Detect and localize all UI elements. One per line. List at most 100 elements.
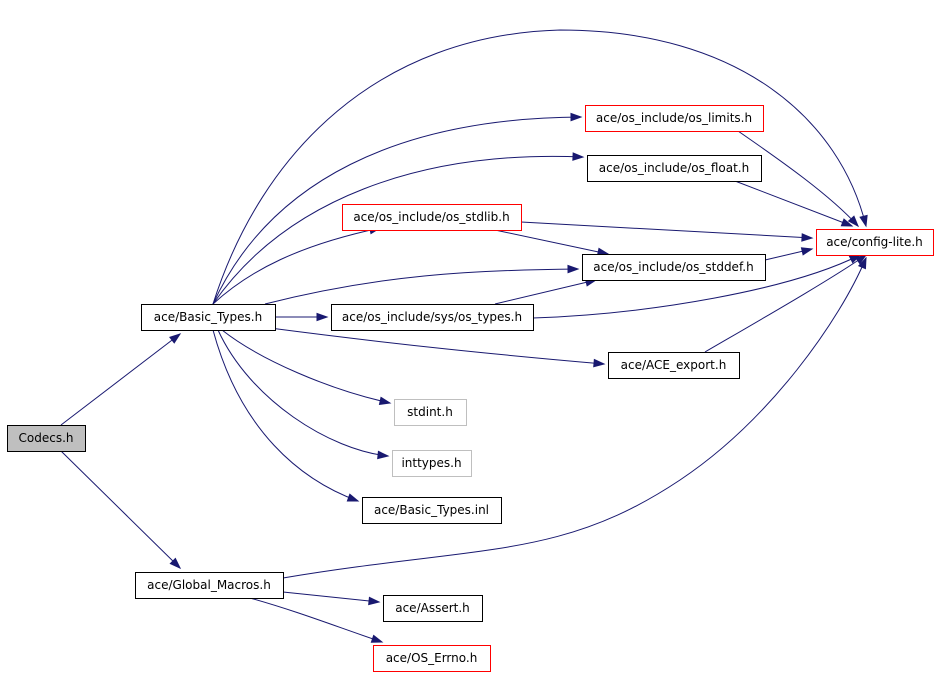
node-label: ace/config-lite.h	[826, 235, 923, 249]
edge-arrowhead	[378, 396, 392, 405]
node-box	[392, 450, 472, 477]
node-os-limits[interactable]: ace/os_include/os_limits.h	[585, 105, 764, 132]
node-box	[373, 645, 491, 672]
node-label: ace/os_include/os_stdlib.h	[353, 210, 509, 224]
node-box	[7, 425, 86, 452]
edge-codecs-to-global-macros	[60, 450, 182, 570]
edge-arrowhead	[169, 333, 182, 344]
edge-line	[704, 254, 867, 353]
edge-global-macros-to-config-lite	[282, 256, 867, 579]
edge-basic-types-to-stdint	[221, 329, 392, 405]
node-os-errno[interactable]: ace/OS_Errno.h	[373, 645, 491, 672]
edge-arrowhead	[859, 214, 868, 228]
node-sys-os-types[interactable]: ace/os_include/sys/os_types.h	[331, 304, 534, 331]
edge-line	[520, 221, 813, 239]
edge-arrowhead	[370, 634, 384, 643]
edge-arrowhead	[854, 254, 868, 265]
node-label: ace/ACE_export.h	[621, 358, 727, 372]
node-label: ace/os_include/os_stddef.h	[593, 260, 753, 274]
edge-arrowhead	[801, 233, 814, 242]
edges-layer	[60, 29, 868, 643]
node-box	[585, 105, 764, 132]
edge-os-stdlib-to-config-lite	[520, 221, 814, 242]
node-box	[342, 204, 522, 231]
edge-global-macros-to-os-errno	[249, 597, 384, 643]
edge-global-macros-to-assert	[282, 591, 381, 606]
node-box	[331, 304, 534, 331]
node-label: ace/Basic_Types.h	[154, 310, 262, 324]
edge-line	[212, 29, 867, 305]
node-box	[608, 352, 740, 379]
edge-basic-types-to-config-lite	[212, 29, 868, 305]
node-codecs: Codecs.h	[7, 425, 86, 452]
node-box	[362, 497, 502, 524]
edge-arrowhead	[346, 493, 360, 502]
edge-line	[60, 450, 181, 569]
node-box	[587, 155, 762, 182]
node-basic-types[interactable]: ace/Basic_Types.h	[141, 304, 276, 331]
node-stdint[interactable]: stdint.h	[394, 399, 467, 426]
edge-arrowhead	[593, 358, 606, 368]
edge-arrowhead	[847, 215, 859, 228]
node-label: Codecs.h	[19, 431, 74, 445]
edge-os-float-to-config-lite	[734, 180, 854, 227]
node-assert[interactable]: ace/Assert.h	[383, 595, 483, 622]
edge-basic-types-to-os-limits	[212, 112, 583, 305]
edge-os-stdlib-to-os-stddef	[494, 229, 610, 257]
node-global-macros[interactable]: ace/Global_Macros.h	[135, 572, 284, 599]
edge-line	[217, 329, 389, 457]
edge-os-limits-to-config-lite	[737, 130, 859, 228]
node-label: stdint.h	[407, 405, 453, 419]
edge-line	[212, 329, 359, 502]
edge-arrowhead	[368, 596, 381, 606]
edge-arrowhead	[567, 264, 580, 274]
node-label: ace/os_include/sys/os_types.h	[342, 310, 522, 324]
edge-line	[60, 333, 181, 426]
edge-arrowhead	[840, 218, 854, 227]
node-os-float[interactable]: ace/os_include/os_float.h	[587, 155, 762, 182]
edge-line	[249, 597, 383, 643]
node-label: ace/os_include/os_float.h	[599, 161, 749, 175]
node-label: ace/Basic_Types.inl	[374, 503, 489, 517]
edge-line	[264, 268, 579, 305]
edge-line	[212, 116, 582, 305]
edge-line	[282, 591, 380, 603]
node-ace-export[interactable]: ace/ACE_export.h	[608, 352, 740, 379]
node-box	[582, 254, 766, 281]
node-box	[394, 399, 467, 426]
edge-ace-export-to-config-lite	[704, 254, 868, 353]
node-inttypes[interactable]: inttypes.h	[392, 450, 472, 477]
node-basic-types-inl[interactable]: ace/Basic_Types.inl	[362, 497, 502, 524]
edge-arrowhead	[169, 557, 182, 570]
edge-line	[734, 180, 853, 227]
edge-basic-types-to-ace-export	[269, 327, 606, 368]
edge-line	[532, 254, 861, 319]
edge-basic-types-to-inttypes	[217, 329, 390, 460]
edge-basic-types-to-sys-os-types	[275, 312, 329, 322]
nodes-layer: Codecs.h ace/Basic_Types.h ace/Global_Macr…	[7, 105, 934, 672]
edge-sys-os-types-to-os-stddef	[494, 278, 598, 305]
edge-arrowhead	[572, 152, 585, 161]
node-os-stddef[interactable]: ace/os_include/os_stddef.h	[582, 254, 766, 281]
edge-arrowhead	[570, 112, 583, 122]
edge-line	[737, 130, 859, 227]
node-label: ace/os_include/os_limits.h	[596, 111, 752, 125]
edge-arrowhead	[800, 247, 814, 256]
node-label: inttypes.h	[401, 456, 461, 470]
edge-basic-types-to-basic-types-inl	[212, 329, 360, 502]
edge-line	[212, 227, 381, 305]
edge-basic-types-to-os-stddef	[264, 264, 580, 305]
edge-arrowhead	[316, 312, 329, 322]
node-label: ace/OS_Errno.h	[386, 651, 478, 665]
edge-basic-types-to-os-stdlib	[212, 225, 382, 305]
node-os-stdlib[interactable]: ace/os_include/os_stdlib.h	[342, 204, 522, 231]
node-label: ace/Global_Macros.h	[147, 578, 271, 592]
edge-os-stddef-to-config-lite	[764, 247, 814, 261]
edge-line	[494, 229, 609, 255]
edge-line	[282, 257, 867, 579]
edge-line	[269, 327, 605, 365]
node-config-lite[interactable]: ace/config-lite.h	[816, 229, 934, 256]
edge-arrowhead	[377, 450, 390, 460]
node-box	[141, 304, 276, 331]
